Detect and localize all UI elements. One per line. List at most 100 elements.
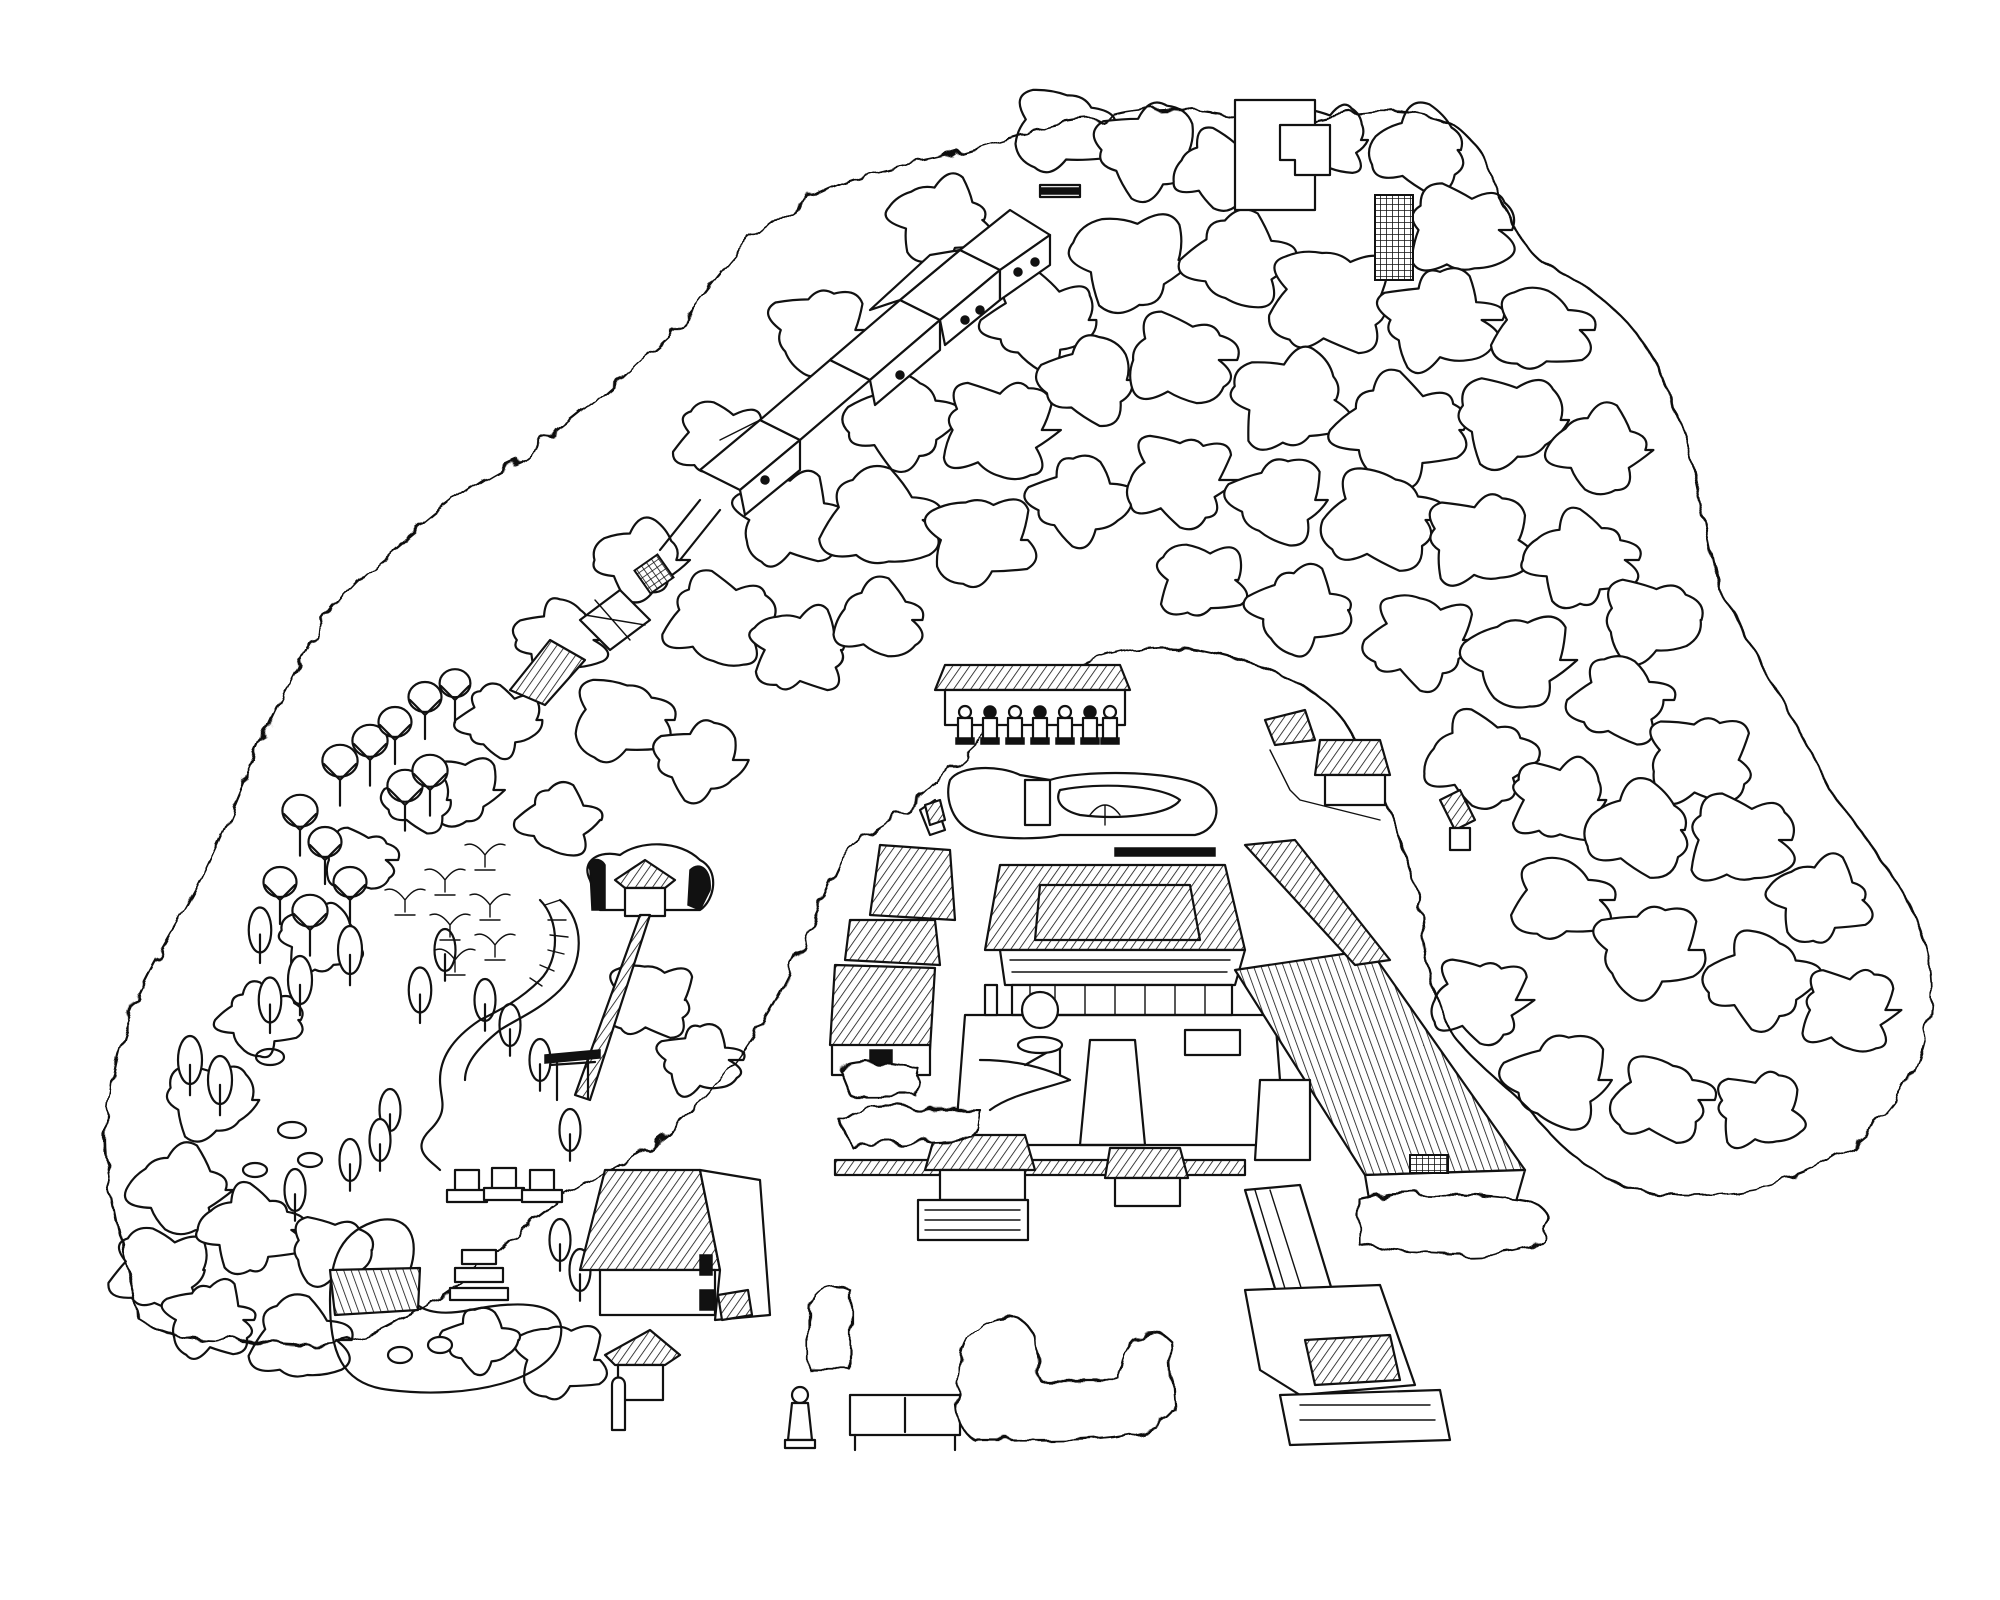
small-tree: [283, 1167, 307, 1222]
tree-crown: [1014, 88, 1117, 174]
tree-crown: [1023, 454, 1136, 550]
tree-crown: [1701, 929, 1823, 1033]
tree-crown: [1223, 458, 1329, 547]
tree-crown: [977, 270, 1098, 374]
grave-stones: [445, 1166, 564, 1302]
temple-courtyard: [953, 983, 1287, 1147]
tree-crown: [1690, 792, 1796, 882]
west-halls: [828, 798, 957, 1077]
tree-crown: [1649, 717, 1752, 805]
garden-path: [420, 898, 557, 1172]
small-tree: [498, 1002, 522, 1057]
tree-crown: [1367, 101, 1465, 195]
tree-crown: [1034, 334, 1134, 428]
tree-crown: [1242, 562, 1353, 658]
tree-crown: [247, 1293, 354, 1378]
tree-crown: [1592, 905, 1707, 1002]
hedges: [808, 1061, 1551, 1442]
hilltop-buildings: [1038, 98, 1414, 281]
tree-crown: [1410, 182, 1516, 272]
jizo-statue: [1055, 704, 1075, 745]
tree-crown: [512, 780, 604, 857]
sprout-rows: [384, 843, 516, 976]
jizo-statue: [1030, 705, 1050, 745]
hill-shrine: [544, 843, 715, 1102]
tree-crown: [1267, 250, 1390, 355]
small-tree: [407, 680, 443, 741]
tree-crown: [1229, 345, 1354, 451]
small-tree: [257, 976, 283, 1035]
tree-crown: [1801, 968, 1903, 1053]
tree-crown: [1423, 707, 1541, 810]
small-tree: [407, 966, 433, 1025]
jizo-statue: [1005, 704, 1025, 745]
small-tree: [247, 906, 273, 965]
jizo-statues: [955, 704, 1120, 745]
tree-crown: [841, 369, 963, 474]
notice-board: [848, 1393, 962, 1452]
garden-pond: [328, 1218, 563, 1394]
small-shrine: [603, 1328, 682, 1432]
jizo-statue: [1080, 705, 1100, 745]
tree-crown: [1717, 1070, 1807, 1150]
tree-crown: [1430, 958, 1536, 1047]
small-tree: [338, 1137, 362, 1192]
small-tree: [558, 1107, 582, 1162]
small-tree: [286, 954, 314, 1017]
small-tree: [332, 865, 368, 926]
storehouse-row: [698, 208, 1052, 517]
ridge-steps: [508, 498, 722, 707]
hillside-garden: [176, 668, 592, 1394]
jizo-statue: [980, 705, 1000, 745]
stone-statue: [783, 1385, 817, 1450]
tree-crown: [1428, 493, 1536, 587]
small-tree: [528, 1037, 552, 1092]
small-tree: [281, 793, 319, 857]
tree-crown: [884, 172, 994, 264]
tree-crown: [1608, 1055, 1718, 1145]
rock-garden: [947, 766, 1218, 840]
tree-crown: [1489, 286, 1597, 370]
tree-crown: [748, 603, 846, 692]
tree-crown: [1458, 615, 1579, 709]
small-tree: [377, 705, 413, 766]
tree-crown: [1177, 208, 1298, 309]
small-tree: [262, 865, 298, 926]
main-hall: [983, 847, 1247, 1017]
small-tree: [336, 924, 364, 987]
lower-gatehouse: [578, 1168, 772, 1322]
east-pavilion: [1263, 708, 1477, 852]
torii-gate: [544, 1049, 601, 1102]
tree-crown: [818, 464, 944, 565]
tree-crown: [1510, 856, 1617, 940]
front-gate: [833, 1133, 1247, 1242]
tree-crown: [652, 719, 750, 805]
tree-crown: [1125, 434, 1241, 531]
temple-compound: [578, 663, 1527, 1452]
tree-crown: [1067, 213, 1196, 315]
tree-crown: [1129, 310, 1240, 405]
tree-crown: [1327, 368, 1468, 489]
tree-crown: [1361, 594, 1481, 694]
tree-crown: [195, 1180, 307, 1276]
small-tree: [351, 723, 389, 787]
small-tree: [473, 977, 497, 1032]
tree-crown: [1764, 852, 1874, 944]
tree-crown: [1319, 467, 1448, 572]
tree-crown: [942, 381, 1062, 481]
tree-crown: [1543, 401, 1655, 496]
tree-crown: [1498, 1034, 1613, 1131]
small-tree: [548, 1217, 572, 1272]
jizo-statue: [955, 704, 975, 745]
tree-crown: [1605, 578, 1704, 667]
forest-outline: [104, 108, 1933, 1348]
tree-crown: [1583, 777, 1689, 879]
ridge-storehouses: [508, 98, 1414, 707]
tree-crown: [1457, 377, 1571, 472]
rear-hall: [933, 663, 1132, 745]
tree-crown: [661, 569, 777, 667]
small-tree: [321, 743, 359, 807]
tree-crown: [512, 1325, 609, 1401]
